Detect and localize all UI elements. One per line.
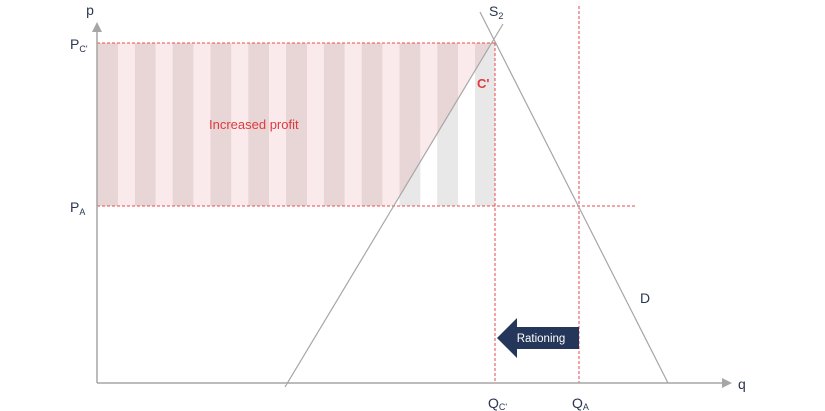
stripe	[210, 43, 232, 206]
rationing-label: Rationing	[517, 333, 566, 345]
point-c-label: C'	[477, 76, 489, 91]
rationing-arrow: Rationing	[497, 318, 579, 358]
x-axis-arrow-icon	[722, 378, 732, 388]
increased-profit-area	[97, 43, 513, 206]
stripe	[193, 43, 211, 206]
stripe	[382, 43, 400, 206]
stripe	[172, 43, 194, 206]
demand-curve	[479, 11, 669, 384]
pa-label: PA	[70, 199, 85, 217]
stripe	[496, 43, 513, 206]
stripe	[361, 43, 383, 206]
stripe	[399, 43, 421, 206]
stripe	[134, 43, 156, 206]
stripe	[97, 43, 118, 206]
qc-label: QC'	[488, 395, 507, 411]
y-axis-arrow-icon	[92, 22, 102, 32]
x-axis-label: q	[738, 376, 746, 392]
stripe	[269, 43, 286, 206]
y-axis-label: p	[86, 2, 94, 18]
stripe	[344, 43, 362, 206]
increased-profit-label: Increased profit	[209, 117, 299, 132]
stripe	[496, 43, 513, 206]
stripe	[155, 43, 173, 206]
supply-label: S2	[489, 3, 503, 21]
stripe	[118, 43, 135, 206]
stripe	[475, 43, 495, 206]
supply-curve	[284, 23, 504, 388]
qa-label: QA	[572, 395, 589, 411]
stripe	[231, 43, 249, 206]
stripe	[307, 43, 324, 206]
stripe	[248, 43, 270, 206]
pc-label: PC'	[70, 36, 88, 54]
stripe	[323, 43, 345, 206]
demand-label: D	[640, 290, 650, 306]
stripe	[286, 43, 307, 206]
